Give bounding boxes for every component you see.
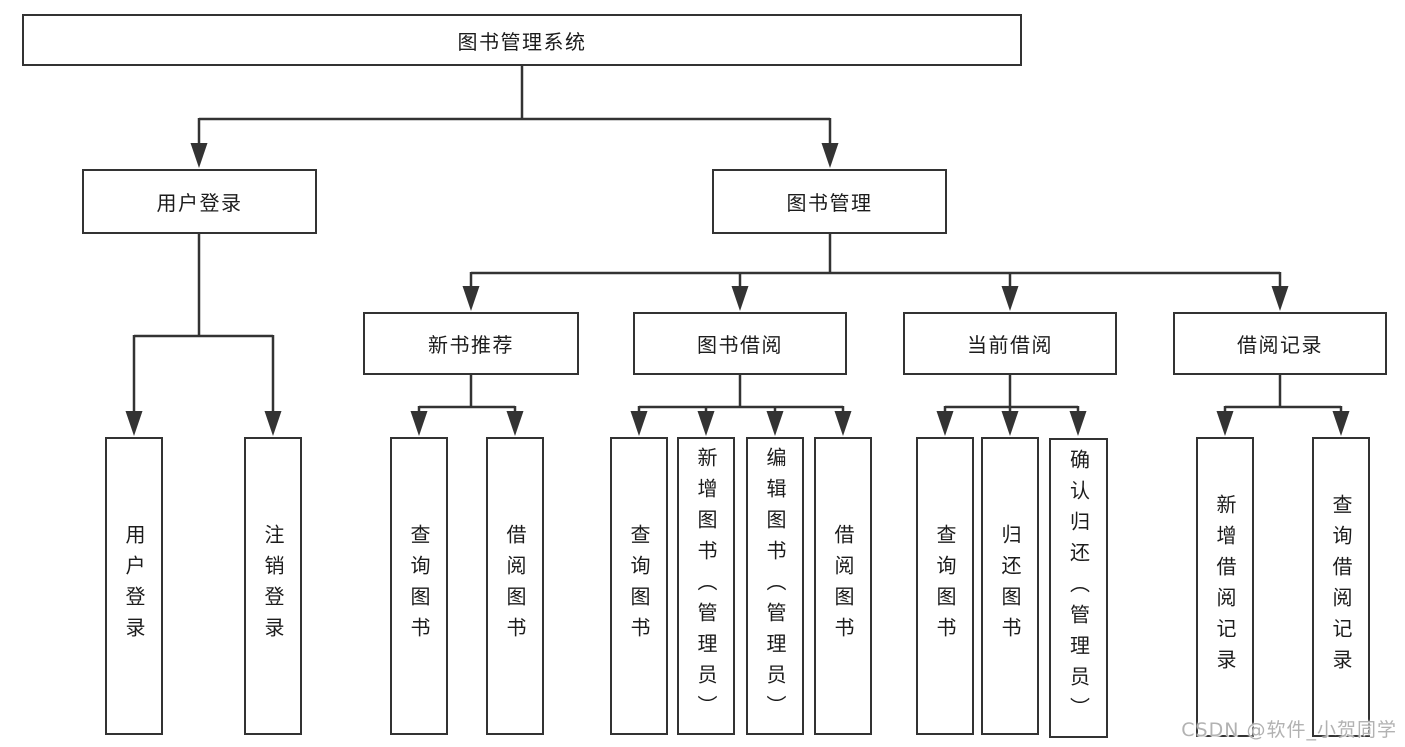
node-book-borrow: 图书借阅 — [633, 312, 847, 375]
node-book-management: 图书管理 — [712, 169, 947, 234]
leaf-newbooks-borrow: 借阅图书 — [486, 437, 544, 735]
leaf-current-confirm-admin: 确认归还（管理员） — [1049, 438, 1108, 738]
csdn-watermark: CSDN @软件_小贺同学 — [1181, 719, 1397, 741]
node-new-book-recommend: 新书推荐 — [363, 312, 579, 375]
arrowheads — [125, 143, 1350, 436]
leaf-records-query: 查询借阅记录 — [1312, 437, 1370, 737]
leaf-records-add: 新增借阅记录 — [1196, 437, 1254, 737]
leaf-borrow-edit-admin: 编辑图书（管理员） — [746, 437, 804, 735]
node-user-login: 用户登录 — [82, 169, 317, 234]
leaf-newbooks-query: 查询图书 — [390, 437, 448, 735]
node-root: 图书管理系统 — [22, 14, 1022, 66]
leaf-borrow-add-admin: 新增图书（管理员） — [677, 437, 735, 735]
node-borrow-records: 借阅记录 — [1173, 312, 1387, 375]
node-current-borrow: 当前借阅 — [903, 312, 1117, 375]
leaf-logout: 注销登录 — [244, 437, 302, 735]
leaf-borrow-borrow: 借阅图书 — [814, 437, 872, 735]
leaf-current-query: 查询图书 — [916, 437, 974, 735]
leaf-borrow-query: 查询图书 — [610, 437, 668, 735]
leaf-user-login: 用户登录 — [105, 437, 163, 735]
leaf-current-return: 归还图书 — [981, 437, 1039, 735]
